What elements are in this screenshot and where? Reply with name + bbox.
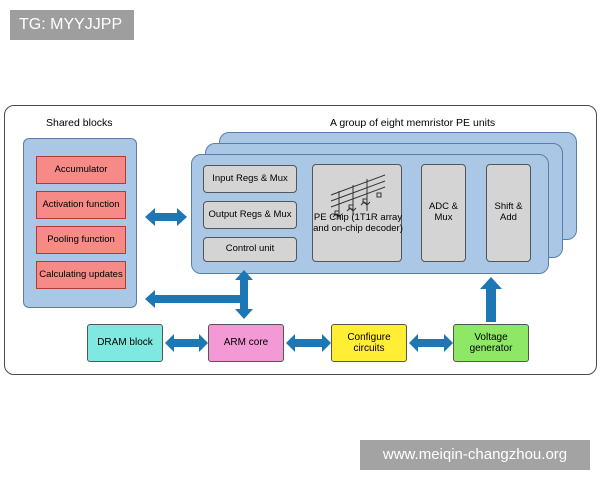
adc-mux-block: ADC & Mux: [421, 164, 466, 262]
arm-core-block: ARM core: [208, 324, 284, 362]
shared-pe-arrow: [145, 208, 187, 226]
configure-voltage-arrow: [409, 334, 453, 352]
arm-configure-arrow: [286, 334, 331, 352]
activation-function-block: Activation function: [36, 191, 126, 219]
crossbar-icon: [330, 174, 386, 219]
pe-chip-label: PE Chip (1T1R array and on-chip decoder): [313, 212, 403, 234]
dram-block: DRAM block: [87, 324, 163, 362]
watermark-label: www.meiqin-changzhou.org: [360, 440, 590, 470]
shift-add-block: Shift & Add: [486, 164, 531, 262]
voltage-pe-arrow: [480, 277, 502, 322]
control-unit-block: Control unit: [203, 237, 297, 262]
tg-label: TG: MYYJJPP: [10, 10, 134, 40]
accumulator-block: Accumulator: [36, 156, 126, 184]
arm-link-arrow: [235, 299, 253, 319]
voltage-generator-block: Voltage generator: [453, 324, 529, 362]
arm-shared-arrow: [145, 270, 253, 308]
output-regs-block: Output Regs & Mux: [203, 201, 297, 229]
dram-arm-arrow: [165, 334, 208, 352]
pe-group-title: A group of eight memristor PE units: [330, 117, 496, 129]
pooling-function-block: Pooling function: [36, 226, 126, 254]
input-regs-block: Input Regs & Mux: [203, 165, 297, 193]
shared-blocks-panel: Accumulator Activation function Pooling …: [23, 138, 137, 308]
pe-chip-block: PE Chip (1T1R array and on-chip decoder): [312, 164, 403, 262]
calculating-updates-block: Calculating updates: [36, 261, 126, 289]
shared-blocks-title: Shared blocks: [46, 117, 113, 129]
configure-circuits-block: Configure circuits: [331, 324, 407, 362]
